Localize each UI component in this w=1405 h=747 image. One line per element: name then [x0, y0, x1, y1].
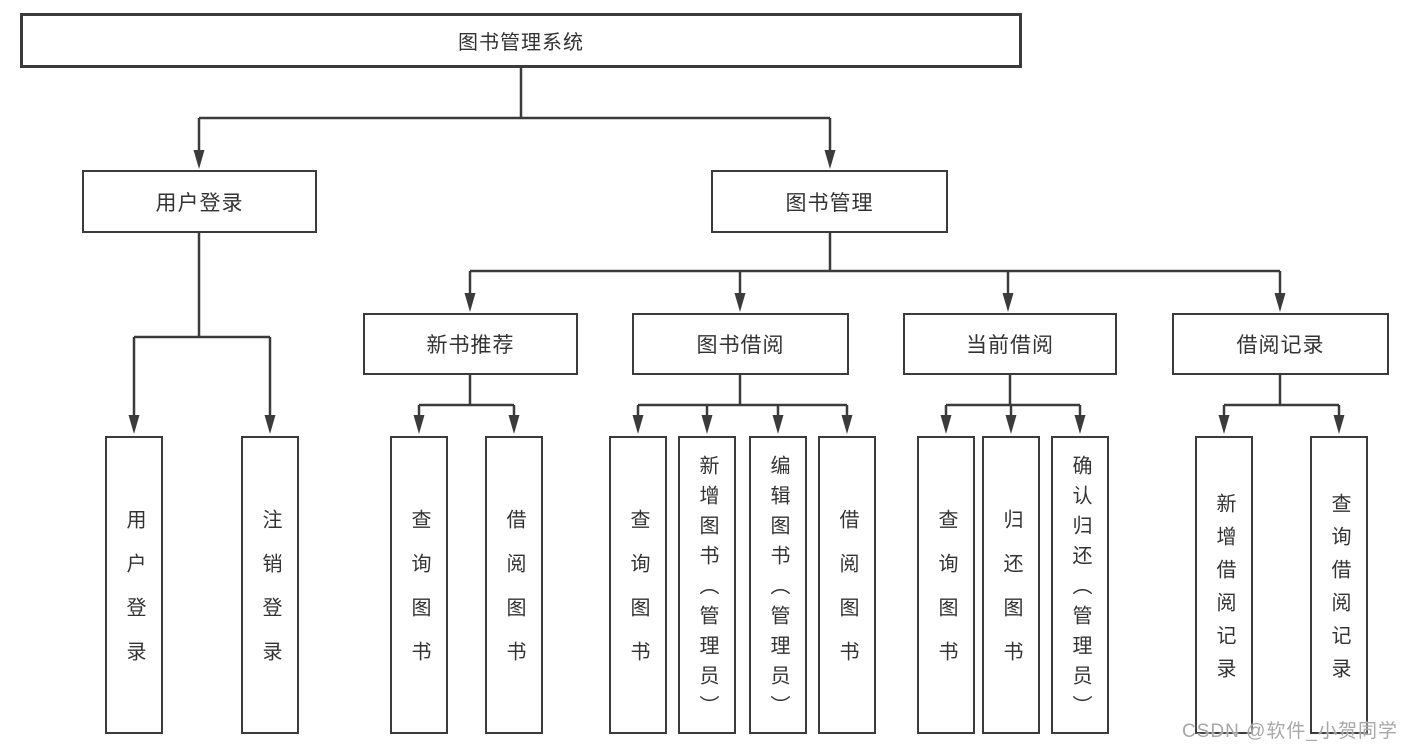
connector-bookborrow-to-leaves	[636, 375, 849, 419]
node-leaf-confirm-return-admin: 确认归还（管理员）	[1051, 436, 1109, 734]
node-label: 编辑图书（管理员）	[767, 455, 789, 725]
node-leaf-edit-book-admin: 编辑图书（管理员）	[749, 436, 807, 734]
node-leaf-return-book: 归还图书	[982, 436, 1040, 734]
arrow-down-icon	[193, 150, 205, 169]
arrow-down-icon	[701, 415, 713, 434]
arrow-down-icon	[413, 415, 425, 434]
node-label: 新增图书（管理员）	[696, 455, 718, 725]
node-label: 用户登录	[123, 509, 145, 685]
node-label: 新增借阅记录	[1213, 492, 1235, 691]
watermark-text: CSDN @软件_小贺同学	[1182, 721, 1398, 742]
node-new-book-recommend: 新书推荐	[363, 313, 578, 375]
node-label: 查询图书	[627, 509, 649, 685]
connector-newbook-to-leaves	[417, 375, 516, 419]
node-leaf-query-book-borrow: 查询图书	[609, 436, 667, 734]
arrow-down-icon	[264, 415, 276, 434]
node-label: 用户登录	[155, 191, 244, 215]
connector-bookmgmt-to-level3	[468, 233, 1282, 297]
node-label: 确认归还（管理员）	[1069, 455, 1091, 725]
node-label: 注销登录	[259, 509, 281, 685]
arrow-down-icon	[772, 415, 784, 434]
arrow-down-icon	[824, 150, 836, 169]
node-leaf-borrow-book-recommend: 借阅图书	[485, 436, 543, 734]
node-label: 查询图书	[935, 509, 957, 685]
arrow-down-icon	[1274, 293, 1286, 312]
arrow-down-icon	[734, 293, 746, 312]
node-root-system: 图书管理系统	[20, 13, 1022, 68]
node-label: 查询图书	[408, 509, 430, 685]
connector-userlogin-to-leaves	[132, 233, 272, 419]
node-leaf-logout: 注销登录	[241, 436, 299, 734]
node-leaf-query-book-current: 查询图书	[917, 436, 975, 734]
arrow-down-icon	[1218, 415, 1230, 434]
connector-root-to-level2	[197, 68, 832, 154]
node-label: 当前借阅	[966, 334, 1054, 357]
node-label: 图书管理系统	[458, 32, 584, 54]
node-book-borrow: 图书借阅	[632, 313, 849, 375]
arrow-down-icon	[841, 415, 853, 434]
node-label: 借阅记录	[1236, 334, 1325, 357]
node-label: 查询借阅记录	[1328, 492, 1350, 691]
node-label: 借阅图书	[836, 509, 858, 685]
node-leaf-borrow-book: 借阅图书	[818, 436, 876, 734]
arrow-down-icon	[128, 415, 140, 434]
node-book-management: 图书管理	[711, 170, 948, 233]
node-label: 新书推荐	[426, 334, 515, 357]
node-leaf-user-login: 用户登录	[105, 436, 163, 734]
node-label: 图书管理	[785, 191, 874, 215]
node-current-borrow: 当前借阅	[903, 313, 1117, 375]
node-user-login: 用户登录	[82, 170, 317, 233]
arrow-down-icon	[632, 415, 644, 434]
node-leaf-query-borrow-record: 查询借阅记录	[1310, 436, 1368, 734]
node-borrow-record: 借阅记录	[1172, 313, 1389, 375]
node-label: 图书借阅	[696, 334, 785, 357]
node-label: 借阅图书	[503, 509, 525, 685]
node-leaf-add-borrow-record: 新增借阅记录	[1195, 436, 1253, 734]
arrow-down-icon	[1333, 415, 1345, 434]
node-leaf-query-book-recommend: 查询图书	[390, 436, 448, 734]
node-leaf-add-book-admin: 新增图书（管理员）	[678, 436, 736, 734]
arrow-down-icon	[508, 415, 520, 434]
arrow-down-icon	[1074, 415, 1086, 434]
node-label: 归还图书	[1000, 509, 1022, 685]
connector-currentborrow-to-leaves	[944, 375, 1082, 419]
arrow-down-icon	[1002, 293, 1014, 312]
connector-borrowrecord-to-leaves	[1222, 375, 1341, 419]
arrow-down-icon	[464, 293, 476, 312]
arrow-down-icon	[1005, 415, 1017, 434]
arrow-down-icon	[940, 415, 952, 434]
